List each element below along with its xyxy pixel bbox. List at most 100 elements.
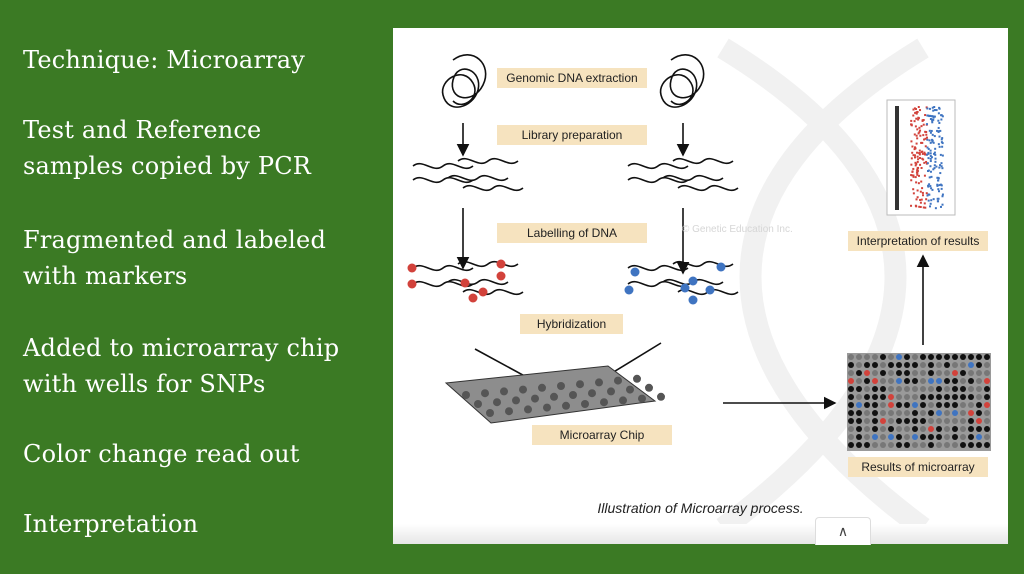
- dna-fragment: [677, 184, 739, 192]
- array-spot: [912, 418, 918, 424]
- array-spot: [920, 434, 926, 440]
- dna-fragment: [627, 176, 689, 184]
- array-spot: [880, 410, 886, 416]
- data-point: [916, 155, 919, 158]
- array-spot: [904, 442, 910, 448]
- chip-well: [626, 385, 634, 394]
- data-point: [931, 133, 934, 136]
- chip-well: [600, 398, 608, 407]
- dna-helix-watermark: [716, 38, 930, 537]
- array-spot: [952, 434, 958, 440]
- array-spot: [896, 354, 902, 360]
- dna-fragment: [447, 174, 509, 182]
- array-spot: [952, 410, 958, 416]
- data-point: [926, 123, 929, 126]
- data-point: [929, 160, 932, 163]
- data-point: [916, 169, 919, 172]
- array-spot: [928, 410, 934, 416]
- array-spot: [864, 362, 870, 368]
- array-spot: [944, 378, 950, 384]
- array-spot: [896, 442, 902, 448]
- chip-well: [576, 380, 584, 389]
- data-point: [912, 167, 915, 170]
- array-spot: [920, 370, 926, 376]
- data-point: [929, 170, 932, 173]
- array-spot: [944, 426, 950, 432]
- data-point: [939, 172, 942, 175]
- data-point: [919, 201, 922, 204]
- array-spot: [856, 386, 862, 392]
- array-spot: [864, 386, 870, 392]
- chevron-up-icon: ∧: [837, 523, 849, 539]
- array-spot: [928, 434, 934, 440]
- data-point: [926, 138, 929, 141]
- data-point: [924, 130, 927, 133]
- data-point: [916, 196, 919, 199]
- array-spot: [872, 418, 878, 424]
- data-point: [919, 206, 922, 209]
- array-spot: [880, 426, 886, 432]
- data-point: [919, 163, 922, 166]
- data-point: [915, 142, 918, 145]
- array-spot: [976, 434, 982, 440]
- labeled-fragment: [412, 264, 474, 272]
- blue-marker: [630, 267, 640, 277]
- dna-fragment: [672, 157, 734, 165]
- blue-marker: [705, 285, 715, 295]
- array-spot: [920, 354, 926, 360]
- array-spot: [864, 410, 870, 416]
- data-point: [925, 162, 928, 165]
- array-spot: [856, 434, 862, 440]
- data-point: [937, 143, 940, 146]
- data-point: [915, 198, 918, 201]
- chip-well: [562, 401, 570, 410]
- data-point: [923, 138, 926, 141]
- array-spot: [960, 418, 966, 424]
- data-point: [932, 141, 935, 144]
- data-point: [924, 206, 927, 209]
- chip-well: [462, 391, 470, 399]
- data-point: [925, 106, 928, 109]
- array-spot: [968, 402, 974, 408]
- array-spot: [936, 378, 942, 384]
- data-point: [941, 167, 944, 170]
- chip-well: [638, 394, 646, 403]
- chip-well: [645, 383, 653, 392]
- data-point: [923, 174, 926, 177]
- array-spot: [944, 354, 950, 360]
- array-spot: [896, 402, 902, 408]
- array-spot: [944, 362, 950, 368]
- array-spot: [904, 418, 910, 424]
- data-point: [914, 156, 917, 159]
- data-point: [914, 176, 917, 179]
- data-point: [921, 191, 924, 194]
- array-spot: [864, 370, 870, 376]
- array-spot: [920, 426, 926, 432]
- array-spot: [896, 362, 902, 368]
- array-spot: [848, 426, 854, 432]
- array-spot: [880, 418, 886, 424]
- data-point: [940, 187, 943, 190]
- array-spot: [920, 378, 926, 384]
- data-point: [941, 154, 944, 157]
- array-spot: [848, 418, 854, 424]
- chip-well: [505, 407, 513, 416]
- blue-marker: [688, 276, 698, 286]
- array-spot: [880, 434, 886, 440]
- data-point: [915, 112, 918, 115]
- bullet-technique: Technique: Microarray: [23, 46, 306, 74]
- data-point: [941, 203, 944, 206]
- data-point: [919, 134, 922, 137]
- data-point: [925, 133, 928, 136]
- array-spot: [976, 354, 982, 360]
- scroll-up-button[interactable]: ∧: [815, 517, 871, 545]
- data-point: [912, 154, 915, 157]
- data-point: [933, 152, 936, 155]
- array-spot: [880, 442, 886, 448]
- data-point: [918, 152, 921, 155]
- data-point: [925, 131, 928, 134]
- array-spot: [984, 410, 990, 416]
- data-point: [927, 199, 930, 202]
- data-point: [922, 158, 925, 161]
- array-spot: [904, 426, 910, 432]
